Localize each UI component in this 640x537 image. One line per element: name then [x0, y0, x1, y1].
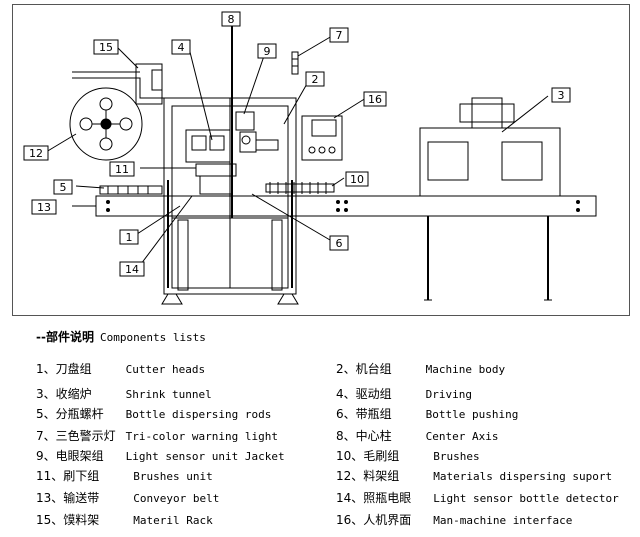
callout-8: 8	[228, 13, 235, 26]
brushes	[265, 182, 335, 194]
callout-7: 7	[336, 29, 343, 42]
man-machine-interface	[301, 115, 343, 161]
callout-3: 3	[558, 89, 565, 102]
driving-unit	[185, 111, 279, 195]
bottle-dispersing-rods	[99, 185, 163, 195]
callout-6: 6	[336, 237, 343, 250]
callout-13: 13	[37, 201, 51, 214]
conveyor-belt	[95, 195, 597, 217]
legend-heading: --部件说明 Components lists	[36, 328, 206, 345]
callout-15: 15	[99, 41, 113, 54]
tri-color-warning-light	[291, 51, 299, 75]
legend-heading-cn: --部件说明	[36, 330, 94, 344]
callout-14: 14	[125, 263, 139, 276]
callout-1: 1	[126, 231, 133, 244]
material-rack	[69, 63, 164, 161]
callout-5: 5	[60, 181, 67, 194]
machine-diagram: 8 4 9 7 2 16 3 15 12 11 5 10 13 1 6 14	[23, 11, 597, 305]
callout-leaders	[45, 22, 549, 269]
callout-2: 2	[312, 73, 319, 86]
callout-4: 4	[178, 41, 185, 54]
callout-12: 12	[29, 147, 43, 160]
callout-labels	[23, 11, 571, 277]
callout-11: 11	[115, 163, 129, 176]
callout-9: 9	[264, 45, 271, 58]
callout-16: 16	[368, 93, 382, 106]
shrink-tunnel	[419, 97, 561, 301]
callout-10: 10	[350, 173, 364, 186]
legend-heading-en: Components lists	[99, 331, 206, 344]
